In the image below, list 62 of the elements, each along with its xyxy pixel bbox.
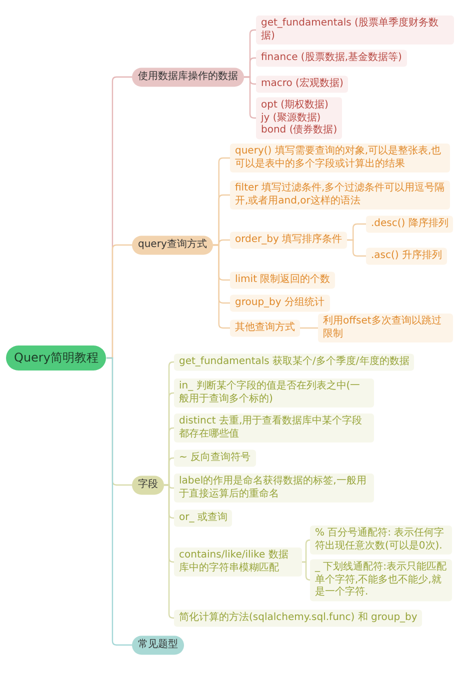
subtopic-box	[230, 232, 348, 248]
central-topic	[6, 346, 106, 370]
topic-text: _ 下划线通配符:表示只能匹配单个字符,不能多也不能少,就是一个字符.	[315, 561, 447, 599]
topic-text: 其他查询方式	[235, 322, 295, 334]
subtopic-box	[230, 144, 450, 172]
subtopic-box	[230, 320, 300, 336]
topic-text: 简化计算的方法(sqlalchemy.sql.func) 和 group_by	[179, 612, 418, 624]
main-topic	[132, 236, 213, 254]
topic-text: % 百分号通配符: 表示任何字符出现任意次数(可以是0次).	[315, 528, 446, 552]
topic-text: in_ 判断某个字段的值是否在列表之中(一般用于查询多个标的)	[179, 380, 362, 406]
subtopic-box	[174, 354, 414, 370]
topic-text: limit 限制返回的个数	[235, 274, 330, 286]
topic-text: .desc() 降序排列	[371, 218, 448, 230]
subtopic-box	[174, 414, 374, 442]
subtopic-box	[174, 474, 374, 502]
topic-text: label的作用是命名获得数据的标签,一般用于直接运算后的重命名	[179, 476, 368, 500]
main-topic	[132, 476, 164, 494]
topic-text: jy (聚源数据)	[261, 112, 322, 124]
branch-line	[347, 239, 366, 257]
topic-text: .asc() 升序排列	[371, 250, 442, 262]
main-topic	[132, 636, 184, 654]
topic-text: get_fundamentals 获取某个/多个季度/年度的数据	[179, 356, 410, 368]
topic-text: or_ 或查询	[179, 512, 228, 524]
topic-text: Query简明教程	[14, 350, 98, 366]
subtopic-box	[366, 248, 447, 264]
branch-line	[106, 357, 132, 646]
topic-text: ~ 反向查询符号	[179, 452, 251, 464]
topic-text: macro (宏观数据)	[261, 78, 344, 90]
subtopic-box	[256, 97, 342, 139]
topic-text: bond (债券数据)	[261, 124, 338, 137]
branch-line	[300, 327, 318, 329]
subtopic-box	[174, 450, 256, 466]
subtopic-box	[256, 76, 348, 92]
subtopic-box	[310, 526, 452, 554]
topic-text: query() 填写需要查询的对象,可以是整张表,也可以是表中的多个字段或计算出的结果	[235, 146, 442, 170]
topic-text: contains/like/ilike 数据库中的字符串模糊匹配	[179, 550, 290, 574]
topic-text: group_by 分组统计	[235, 296, 324, 310]
subtopic-box	[256, 16, 454, 44]
subtopic-box	[174, 548, 302, 576]
subtopic-box	[230, 294, 330, 312]
topic-text: query查询方式	[138, 238, 207, 252]
topic-text: order_by 填写排序条件	[235, 234, 342, 246]
subtopic-box	[318, 314, 453, 342]
topic-text: filter 填写过滤条件,多个过滤条件可以用逗号隔开,或者用and,or这样的语法	[235, 182, 445, 208]
subtopic-box	[256, 50, 407, 66]
branch-line	[164, 484, 174, 619]
topic-text: 利用offset多次查询以跳过限制	[323, 316, 442, 340]
topic-text: 使用数据库操作的数据	[138, 70, 238, 84]
subtopic-box	[174, 610, 422, 626]
main-topic	[132, 68, 244, 86]
topic-text: finance (股票数据,基金数据等)	[261, 52, 402, 64]
subtopic-box	[366, 216, 454, 232]
topic-text: 常见题型	[138, 638, 178, 652]
topic-text: get_fundamentals (股票单季度财务数据)	[261, 18, 440, 42]
branch-line	[302, 561, 311, 581]
subtopic-box	[174, 378, 374, 408]
subtopic-box	[230, 272, 336, 288]
subtopic-box	[230, 180, 450, 210]
topic-text: opt (期权数据)	[261, 99, 330, 112]
topic-text: 字段	[138, 478, 158, 492]
topic-text: distinct 去重,用于查看数据库中某个字段都存在哪些值	[179, 416, 364, 440]
subtopic-box	[174, 510, 232, 526]
